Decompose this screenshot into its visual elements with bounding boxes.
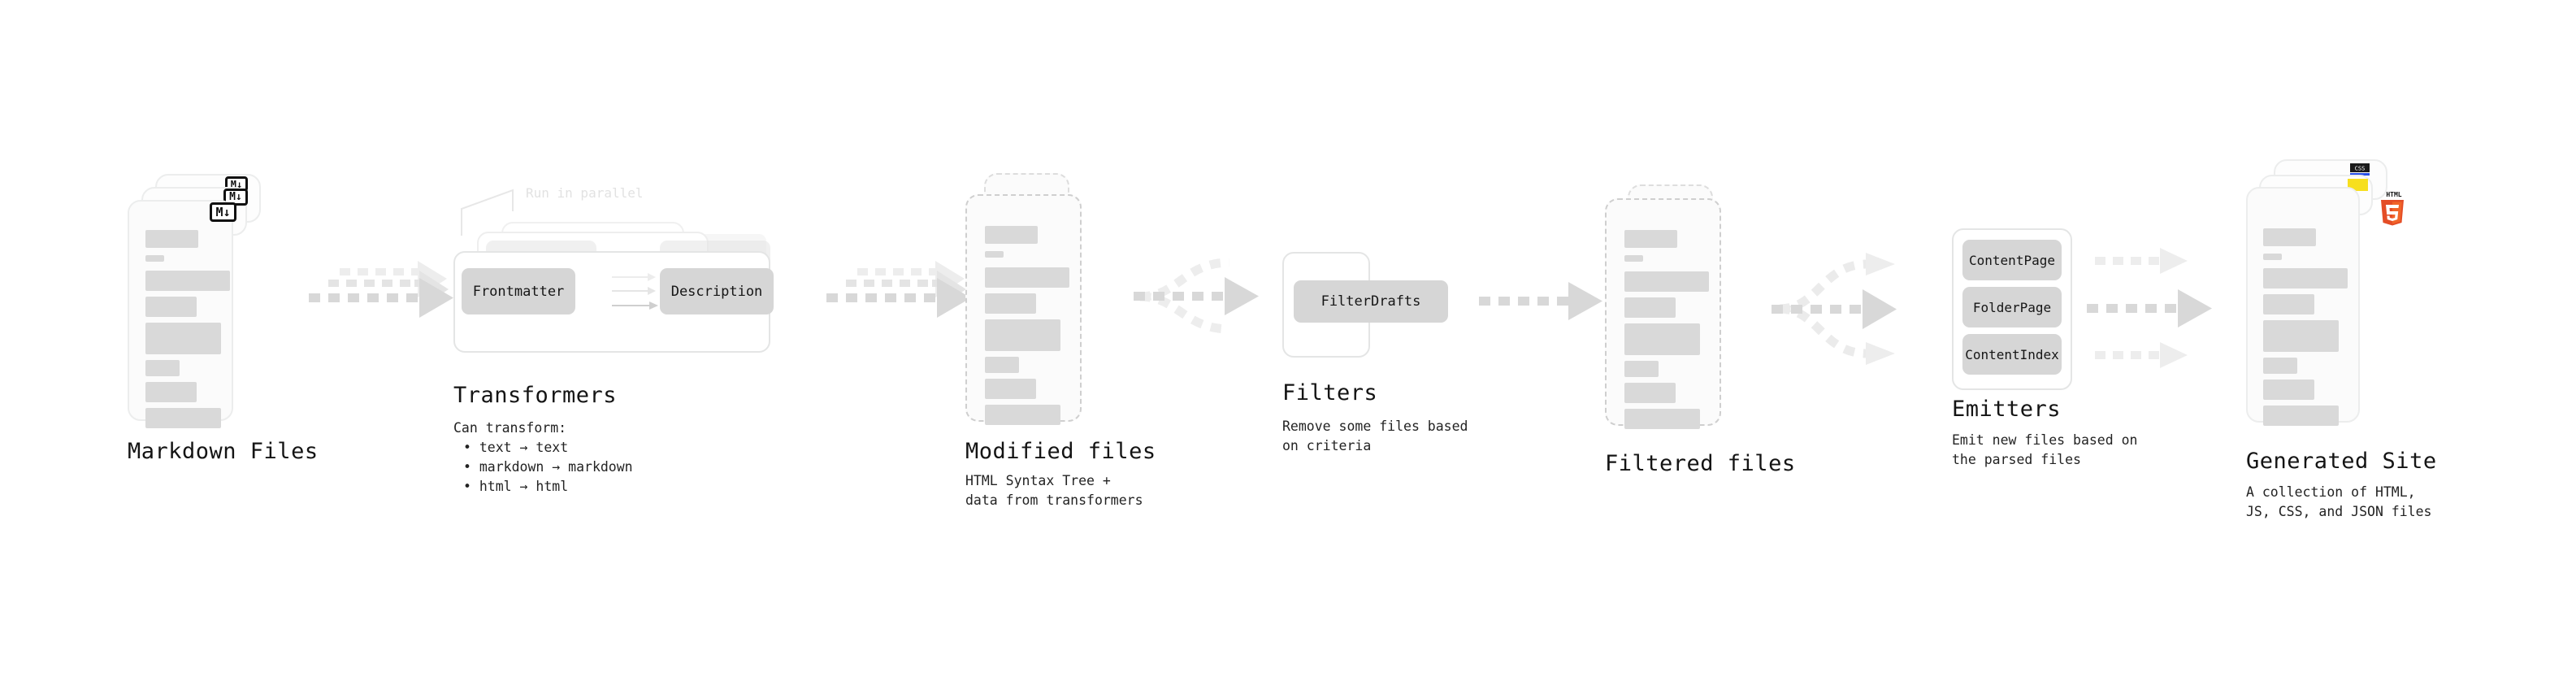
- skeleton-bar: [985, 267, 1069, 288]
- flow-filters-to-filtered: [1479, 282, 1602, 320]
- css-badge: CSS: [2350, 163, 2370, 176]
- chip-filterdrafts[interactable]: FilterDrafts: [1294, 280, 1448, 323]
- filters-description: Remove some files based on criteria: [1282, 419, 1468, 453]
- stage-title-transformers: Transformers: [453, 383, 618, 408]
- skeleton-bar: [2263, 406, 2339, 426]
- skeleton-bar: [145, 297, 197, 317]
- skeleton-bar: [2263, 294, 2314, 314]
- stage-title-generated-site: Generated Site: [2246, 449, 2437, 474]
- skeleton-bar: [2263, 320, 2339, 352]
- markdown-file-front: [128, 200, 233, 428]
- transformer-inner-arrows: [612, 273, 658, 310]
- skeleton-bar: [985, 405, 1060, 425]
- flow-filtered-to-emitters: [1772, 253, 1897, 365]
- html5-icon: HTML: [2381, 191, 2404, 226]
- skeleton-bar: [2263, 228, 2316, 246]
- chip-folderpage[interactable]: FolderPage: [1962, 287, 2062, 327]
- skeleton-bar: [1624, 361, 1659, 377]
- skeleton-bar: [985, 357, 1019, 373]
- skeleton-bar: [145, 230, 198, 248]
- stage-title-modified-files: Modified files: [965, 439, 1156, 464]
- modified-file-front: [965, 194, 1082, 425]
- skeleton-bar: [145, 323, 221, 354]
- flow-transformers-to-modified: [826, 261, 971, 318]
- generated-site-description: A collection of HTML, JS, CSS, and JSON …: [2246, 484, 2432, 519]
- skeleton-bar: [145, 408, 221, 428]
- run-in-parallel-label: Run in parallel: [526, 185, 644, 201]
- transformers-bullet-0: • text → text: [463, 440, 569, 455]
- parallel-bracket: [461, 189, 514, 236]
- markdown-icon: M↓: [210, 202, 236, 222]
- chip-description[interactable]: Description: [660, 268, 774, 314]
- skeleton-bar: [2263, 268, 2348, 288]
- transformers-description: Can transform:: [453, 420, 567, 436]
- skeleton-bar: [985, 379, 1036, 399]
- skeleton-bar: [1624, 297, 1676, 318]
- skeleton-bar: [985, 251, 1004, 258]
- chip-contentindex[interactable]: ContentIndex: [1962, 334, 2062, 375]
- stage-title-filtered-files: Filtered files: [1605, 451, 1796, 476]
- skeleton-bar: [985, 319, 1060, 351]
- flow-modified-to-filters: [1134, 258, 1259, 334]
- stage-title-emitters: Emitters: [1952, 397, 2062, 422]
- skeleton-bar: [145, 382, 197, 402]
- chip-frontmatter[interactable]: Frontmatter: [462, 268, 575, 314]
- skeleton-bar: [1624, 255, 1643, 262]
- skeleton-bar: [1624, 323, 1700, 355]
- modified-files-description: HTML Syntax Tree + data from transformer…: [965, 473, 1143, 508]
- skeleton-bar: [145, 255, 164, 262]
- svg-text:CSS: CSS: [2355, 166, 2366, 172]
- emitters-description: Emit new files based on the parsed files: [1952, 432, 2138, 467]
- skeleton-bar: [145, 271, 230, 291]
- svg-text:HTML: HTML: [2386, 191, 2401, 198]
- generated-file-front: [2246, 187, 2360, 426]
- skeleton-bar: [985, 293, 1036, 314]
- chip-contentpage[interactable]: ContentPage: [1962, 240, 2062, 280]
- skeleton-bar: [1624, 230, 1677, 248]
- flow-md-to-transformers: [309, 261, 453, 318]
- transformers-bullet-1: • markdown → markdown: [463, 459, 633, 475]
- stage-title-filters: Filters: [1282, 380, 1378, 406]
- transformers-bullet-2: • html → html: [463, 479, 569, 494]
- stage-title-markdown-files: Markdown Files: [128, 439, 319, 464]
- skeleton-bar: [2263, 380, 2314, 400]
- skeleton-bar: [1624, 271, 1709, 292]
- skeleton-bar: [985, 226, 1038, 244]
- markdown-icon-back-1: M↓: [223, 189, 248, 206]
- flow-emitters-to-site: [2087, 248, 2212, 368]
- skeleton-bar: [2263, 254, 2282, 260]
- skeleton-bar: [1624, 383, 1676, 403]
- skeleton-bar: [2263, 358, 2297, 374]
- filtered-file-front: [1605, 198, 1721, 429]
- skeleton-bar: [1624, 409, 1700, 429]
- skeleton-bar: [145, 360, 180, 376]
